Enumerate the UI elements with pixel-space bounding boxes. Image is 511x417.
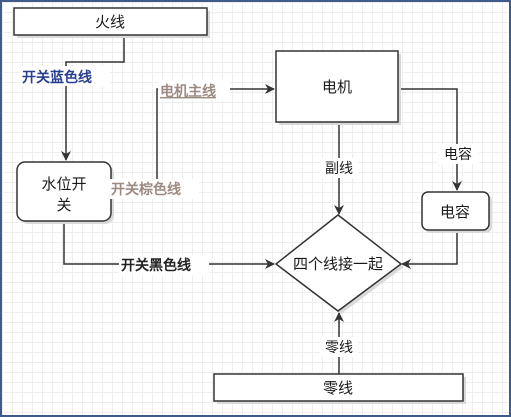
edge-motor-to-capacitor — [400, 88, 462, 191]
junction-label: 四个线接一起 — [293, 255, 383, 273]
capacitor-box[interactable] — [421, 191, 490, 231]
water-switch-label-line2: 关 — [56, 196, 71, 214]
edge-fire-to-switch — [61, 36, 125, 161]
fire-wire-box[interactable] — [13, 7, 208, 36]
label-switch-blue-wire: 开关蓝色线 — [22, 69, 92, 86]
fire-wire-label: 火线 — [95, 13, 125, 31]
neutral-wire-box[interactable] — [213, 373, 464, 402]
label-switch-black-wire: 开关黑色线 — [121, 257, 191, 274]
junction-diamond[interactable] — [274, 214, 403, 312]
label-motor-main-wire: 电机主线 — [160, 83, 216, 100]
label-aux-wire: 副线 — [325, 161, 353, 177]
edge-capacitor-to-junction — [401, 229, 458, 269]
label-neutral-wire: 零线 — [325, 340, 353, 356]
edge-switch-to-motor — [110, 84, 275, 193]
water-switch-label-line1: 水位开 — [41, 175, 86, 193]
capacitor-label: 电容 — [440, 203, 470, 221]
label-capacitor-wire: 电容 — [444, 146, 472, 163]
neutral-wire-label: 零线 — [323, 379, 353, 397]
motor-label: 电机 — [322, 78, 352, 96]
label-switch-brown-wire: 开关棕色线 — [111, 181, 181, 198]
motor-box[interactable] — [275, 50, 399, 123]
